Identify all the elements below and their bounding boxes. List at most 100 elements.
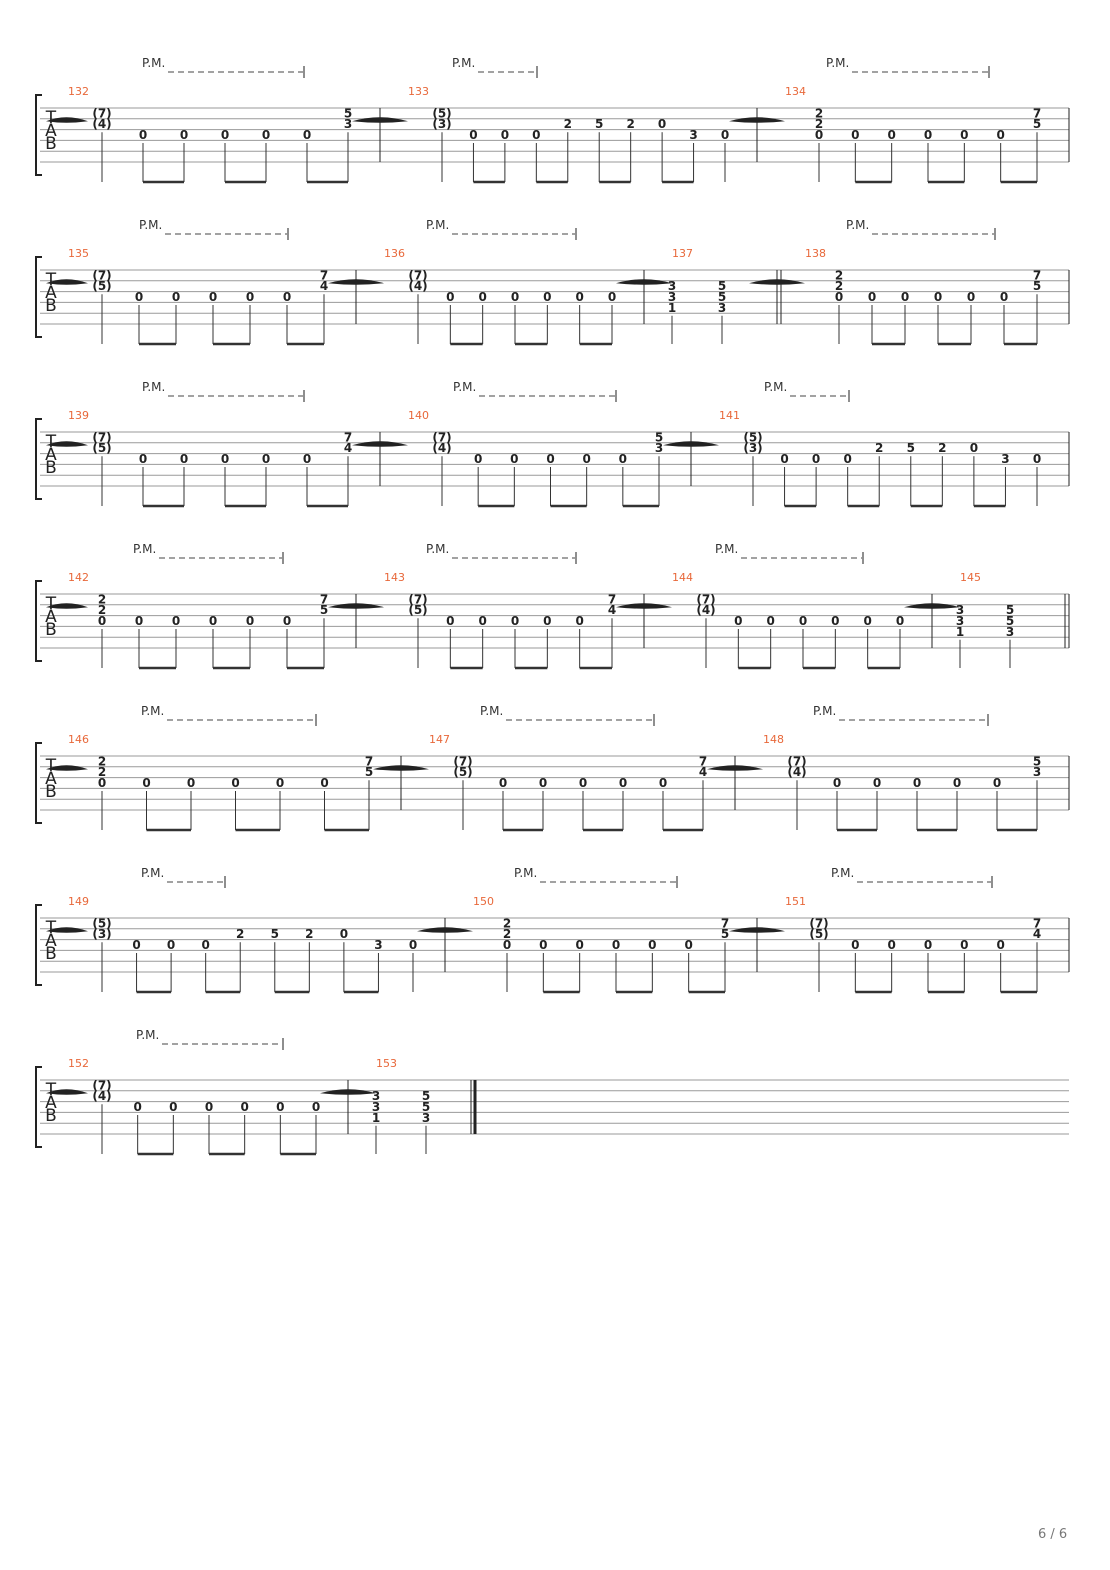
fret-number: 2 xyxy=(875,441,883,455)
fret-number: 0 xyxy=(231,776,239,790)
fret-number: (5) xyxy=(92,279,111,293)
fret-number: (3) xyxy=(92,927,111,941)
fret-number: (7) xyxy=(408,592,427,606)
tab-clef-a: A xyxy=(45,931,57,951)
tab-clef-a: A xyxy=(45,445,57,465)
tie-arc xyxy=(663,441,719,447)
tab-clef-a: A xyxy=(45,283,57,303)
tab-clef-b: B xyxy=(45,944,57,964)
palm-mute-label: P.M. xyxy=(426,542,449,556)
fret-number: 0 xyxy=(478,614,486,628)
tab-clef-t: T xyxy=(45,918,57,938)
fret-number: 0 xyxy=(172,290,180,304)
fret-number: 7 xyxy=(344,430,352,444)
fret-number: (3) xyxy=(432,117,451,131)
fret-number: 0 xyxy=(543,290,551,304)
tab-clef-a: A xyxy=(45,607,57,627)
tab-clef-b: B xyxy=(45,620,57,640)
fret-number: (4) xyxy=(92,1089,111,1103)
tab-clef-b: B xyxy=(45,134,57,154)
fret-number: (5) xyxy=(408,603,427,617)
measure-number: 150 xyxy=(473,895,494,908)
fret-number: 0 xyxy=(169,1100,177,1114)
tie-arc xyxy=(320,1089,376,1095)
fret-number: 5 xyxy=(655,430,663,444)
fret-number: 0 xyxy=(511,290,519,304)
tie-arc xyxy=(616,279,672,285)
fret-number: (5) xyxy=(92,441,111,455)
fret-number: (5) xyxy=(453,765,472,779)
fret-number: 2 xyxy=(815,106,823,120)
fret-number: 0 xyxy=(240,1100,248,1114)
fret-number: 0 xyxy=(478,290,486,304)
fret-number: 0 xyxy=(960,128,968,142)
tab-clef-a: A xyxy=(45,121,57,141)
tie-arc xyxy=(46,927,88,933)
fret-number: (5) xyxy=(432,106,451,120)
fret-number: 0 xyxy=(815,128,823,142)
fret-number: (7) xyxy=(92,430,111,444)
fret-number: 7 xyxy=(320,592,328,606)
palm-mute-label: P.M. xyxy=(715,542,738,556)
fret-number: 0 xyxy=(135,290,143,304)
fret-number: 7 xyxy=(699,754,707,768)
measure-number: 149 xyxy=(68,895,89,908)
palm-mute-label: P.M. xyxy=(142,380,165,394)
fret-number: (7) xyxy=(92,106,111,120)
fret-number: 0 xyxy=(575,614,583,628)
fret-number: 0 xyxy=(967,290,975,304)
fret-number: 3 xyxy=(1006,625,1014,639)
fret-number: 3 xyxy=(689,128,697,142)
fret-number: 0 xyxy=(582,452,590,466)
fret-number: 0 xyxy=(511,614,519,628)
fret-number: 4 xyxy=(344,441,352,455)
fret-number: 0 xyxy=(887,938,895,952)
measure-number: 153 xyxy=(376,1057,397,1070)
fret-number: 0 xyxy=(283,290,291,304)
tie-arc xyxy=(729,117,785,123)
fret-number: 0 xyxy=(970,441,978,455)
fret-number: 0 xyxy=(340,927,348,941)
fret-number: 0 xyxy=(619,776,627,790)
tab-clef-t: T xyxy=(45,1080,57,1100)
fret-number: 1 xyxy=(956,625,964,639)
measure-number: 146 xyxy=(68,733,89,746)
fret-number: (7) xyxy=(408,268,427,282)
fret-number: 0 xyxy=(221,128,229,142)
fret-number: 5 xyxy=(422,1089,430,1103)
palm-mute-label: P.M. xyxy=(141,866,164,880)
fret-number: 0 xyxy=(532,128,540,142)
measure-number: 134 xyxy=(785,85,806,98)
fret-number: 0 xyxy=(172,614,180,628)
fret-number: 0 xyxy=(913,776,921,790)
tab-clef-t: T xyxy=(45,594,57,614)
fret-number: 7 xyxy=(1033,916,1041,930)
measure-number: 135 xyxy=(68,247,89,260)
fret-number: 0 xyxy=(1000,290,1008,304)
fret-number: 0 xyxy=(446,290,454,304)
tab-clef-b: B xyxy=(45,1106,57,1126)
fret-number: (7) xyxy=(696,592,715,606)
fret-number: 5 xyxy=(422,1100,430,1114)
fret-number: 0 xyxy=(619,452,627,466)
fret-number: 2 xyxy=(98,592,106,606)
fret-number: 5 xyxy=(1006,614,1014,628)
fret-number: 0 xyxy=(246,290,254,304)
palm-mute-label: P.M. xyxy=(826,56,849,70)
measure-number: 151 xyxy=(785,895,806,908)
fret-number: 0 xyxy=(303,128,311,142)
palm-mute-label: P.M. xyxy=(480,704,503,718)
fret-number: 0 xyxy=(209,290,217,304)
fret-number: 2 xyxy=(305,927,313,941)
tab-clef-t: T xyxy=(45,432,57,452)
page-number: 6 / 6 xyxy=(1038,1527,1068,1542)
fret-number: 0 xyxy=(312,1100,320,1114)
fret-number: 3 xyxy=(956,603,964,617)
fret-number: 0 xyxy=(612,938,620,952)
system-bracket xyxy=(35,904,42,986)
fret-number: 0 xyxy=(543,614,551,628)
fret-number: 5 xyxy=(271,927,279,941)
palm-mute-label: P.M. xyxy=(426,218,449,232)
fret-number: 0 xyxy=(924,938,932,952)
